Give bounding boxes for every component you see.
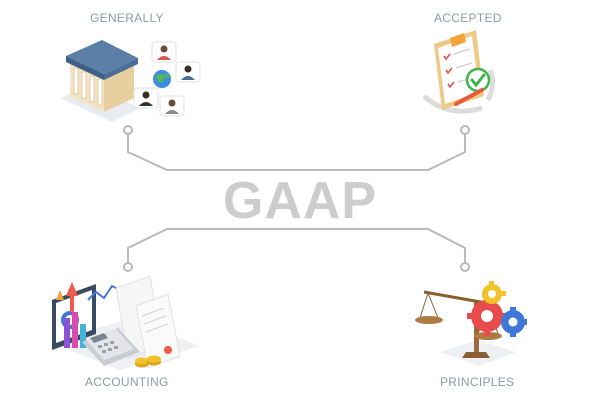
scales-gears-icon — [415, 281, 527, 366]
connector-bottom-right — [300, 228, 466, 265]
calculator-charts-receipt-icon — [50, 275, 200, 370]
label-generally: GENERALLY — [90, 11, 164, 25]
label-accounting: ACCOUNTING — [85, 375, 169, 389]
globe-icon — [153, 70, 171, 88]
connector-endpoints — [123, 125, 470, 272]
endpoint-top-left — [123, 125, 133, 135]
person-card-2 — [175, 61, 201, 83]
clipboard-checklist-icon — [422, 30, 496, 114]
gear-yellow-icon — [482, 281, 506, 304]
person-card-4 — [159, 95, 185, 117]
person-card-3 — [133, 87, 159, 109]
gaap-title: GAAP — [222, 172, 378, 230]
person-card-1 — [151, 41, 177, 63]
connector-lines — [127, 132, 466, 265]
bank-building-with-people-icon — [60, 40, 201, 122]
label-principles: PRINCIPLES — [440, 375, 515, 389]
endpoint-top-right — [460, 125, 470, 135]
label-accepted: ACCEPTED — [434, 11, 502, 25]
coins-icon — [135, 355, 161, 368]
connector-top-left — [127, 132, 300, 171]
gear-blue-icon — [501, 307, 527, 337]
endpoint-bottom-right — [460, 262, 470, 272]
endpoint-bottom-left — [123, 262, 133, 272]
connector-bottom-left — [127, 228, 300, 265]
connector-top-right — [300, 132, 466, 171]
